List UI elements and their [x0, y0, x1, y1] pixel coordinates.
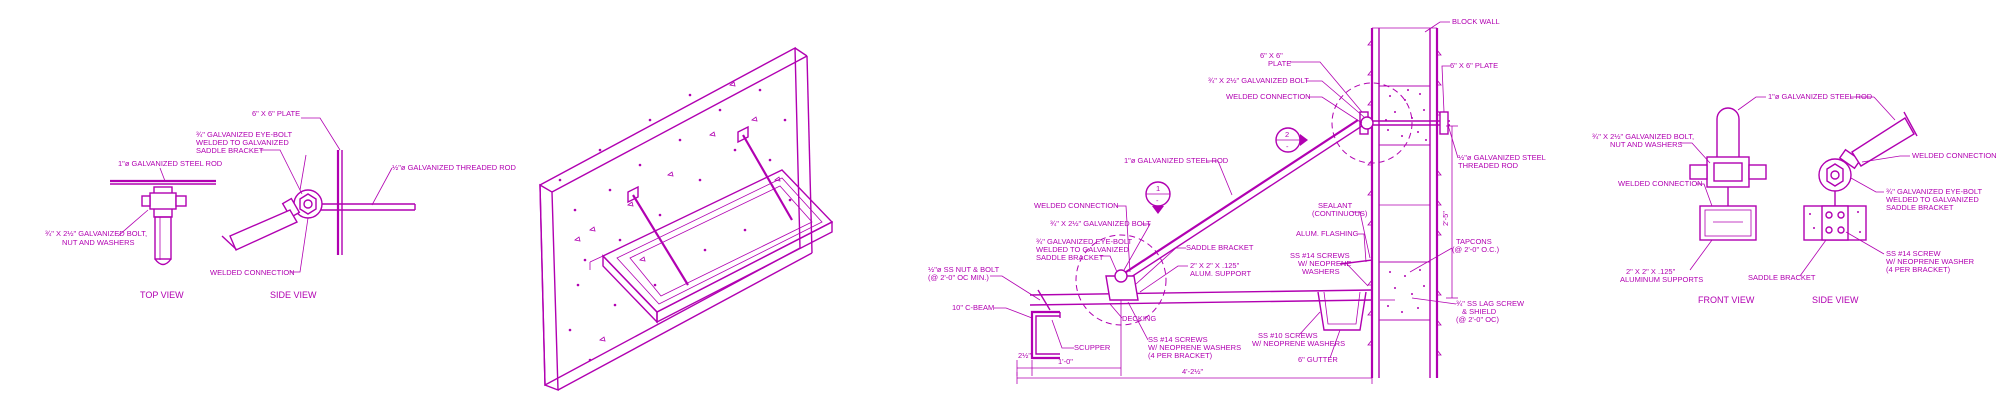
- d1-plate-label: 6" X 6" PLATE: [252, 109, 300, 118]
- d1-eyebolt-label-3: SADDLE BRACKET: [196, 146, 264, 155]
- cbeam-label: 10" C-BEAM: [952, 303, 994, 312]
- tapcons-label-2: (@ 2'-0" O.C.): [1452, 245, 1500, 254]
- scupper-label: SCUPPER: [1074, 343, 1111, 352]
- section-alum-label-2: ALUM. SUPPORT: [1190, 269, 1252, 278]
- nut-bolt-label-2: (@ 2'-0" OC MIN.): [928, 273, 989, 282]
- detail-top-side-view: 1"ø GALVANIZED STEEL ROD ¾" X 2½" GALVAN…: [45, 109, 517, 300]
- front-view-title: FRONT VIEW: [1698, 295, 1755, 305]
- ss10-label-2: W/ NEOPRENE WASHERS: [1252, 339, 1345, 348]
- dim-1: 1'-0": [1058, 357, 1073, 366]
- top-view-title: TOP VIEW: [140, 290, 184, 300]
- section-eyebolt-label-2: WELDED TO GALVANIZED: [1036, 245, 1129, 254]
- d4-eyebolt-label-2: WELDED TO GALVANIZED: [1886, 195, 1979, 204]
- callout-2-ref: -: [1286, 142, 1289, 151]
- section-dimensions: 2'-5" 2½" 1'-0" 4'-2½": [1016, 125, 1458, 384]
- side-view-right-title: SIDE VIEW: [1812, 295, 1859, 305]
- section-eyebolt-label: ¾" GALVANIZED EYE-BOLT: [1036, 237, 1132, 246]
- dim-height: 2'-5": [1441, 211, 1450, 226]
- top-view-drawing: [110, 179, 216, 266]
- d4-rod-label: 1"ø GALVANIZED STEEL ROD: [1768, 92, 1873, 101]
- d4-screw-label-3: (4 PER BRACKET): [1886, 265, 1951, 274]
- section-callout-1: 1 -: [1145, 181, 1171, 214]
- d4-welded-left: WELDED CONNECTION: [1618, 179, 1703, 188]
- d1-threaded-label: ½"ø GALVANIZED THREADED ROD: [392, 163, 517, 172]
- d4-saddle-label: SADDLE BRACKET: [1748, 273, 1816, 282]
- d4-welded-right: WELDED CONNECTION: [1912, 151, 1997, 160]
- block-wall-label: BLOCK WALL: [1452, 17, 1500, 26]
- section-eyebolt-label-3: SADDLE BRACKET: [1036, 253, 1104, 262]
- d4-bolt-label-2: NUT AND WASHERS: [1610, 140, 1683, 149]
- callout-2-number: 2: [1285, 130, 1289, 139]
- side-view-right-drawing: [1803, 111, 1918, 241]
- section-threaded-label: ½"ø GALVANIZED STEEL: [1458, 153, 1546, 162]
- d1-rod-label: 1"ø GALVANIZED STEEL ROD: [118, 159, 223, 168]
- ss14-top-label-3: WASHERS: [1302, 267, 1340, 276]
- d4-support-label: 2" X 2" X .125": [1626, 267, 1676, 276]
- d1-bolt-label: ¾" X 2½" GALVANIZED BOLT,: [45, 229, 147, 238]
- ss14-bottom-label-2: W/ NEOPRENE WASHERS: [1148, 343, 1241, 352]
- gutter-label: 6" GUTTER: [1298, 355, 1338, 364]
- section-saddle-label: SADDLE BRACKET: [1186, 243, 1254, 252]
- d1-welded-label: WELDED CONNECTION: [210, 268, 295, 277]
- section-welded-top: WELDED CONNECTION: [1226, 92, 1311, 101]
- d1-bolt-label-2: NUT AND WASHERS: [62, 238, 135, 247]
- front-view-drawing: [1689, 107, 1767, 241]
- dim-small: 2½": [1018, 351, 1031, 360]
- detail-front-side-view: ¾" X 2½" GALVANIZED BOLT, NUT AND WASHER…: [1592, 92, 1997, 305]
- section-callout-2: 2 -: [1275, 127, 1308, 153]
- d4-support-label-2: ALUMINUM SUPPORTS: [1620, 275, 1703, 284]
- canopy-frame: [589, 134, 834, 324]
- nut-bolt-label: ½"ø SS NUT & BOLT: [928, 265, 1000, 274]
- ss14-top-label-2: W/ NEOPRENE: [1298, 259, 1351, 268]
- d4-eyebolt-label-3: SADDLE BRACKET: [1886, 203, 1954, 212]
- callout-1-ref: -: [1156, 196, 1159, 205]
- d4-screw-label: SS #14 SCREW: [1886, 249, 1942, 258]
- d4-screw-label-2: W/ NEOPRENE WASHER: [1886, 257, 1975, 266]
- section-threaded-label-2: THREADED ROD: [1458, 161, 1519, 170]
- lag-screw-label-3: (@ 2'-0" OC): [1456, 315, 1499, 324]
- sealant-label-2: (CONTINUOUS): [1312, 209, 1368, 218]
- section-alum-label: 2" X 2" X .125": [1190, 261, 1240, 270]
- block-wall: [1367, 27, 1442, 378]
- section-detail: 2 - 1 - BLOCK WALL 6" X 6" PLATE 6" X 6"…: [928, 17, 1546, 384]
- side-view-title: SIDE VIEW: [270, 290, 317, 300]
- tapcons-label: TAPCONS: [1456, 237, 1492, 246]
- ss14-top-label: SS #14 SCREWS: [1290, 251, 1350, 260]
- section-bolt-low: ¾" X 2½" GALVANIZED BOLT: [1050, 219, 1151, 228]
- d4-eyebolt-label: ¾" GALVANIZED EYE-BOLT: [1886, 187, 1982, 196]
- dim-2: 4'-2½": [1182, 367, 1204, 376]
- concrete-speckle: [558, 81, 792, 362]
- plate-right-label: 6" X 6" PLATE: [1450, 61, 1498, 70]
- callout-1-number: 1: [1156, 184, 1160, 193]
- section-welded-low: WELDED CONNECTION: [1034, 201, 1119, 210]
- ss10-label: SS #10 SCREWS: [1258, 331, 1318, 340]
- grout-fill-top: [1378, 85, 1431, 146]
- lag-screw-label: ¾" SS LAG SCREW: [1456, 299, 1525, 308]
- ss14-bottom-label: SS #14 SCREWS: [1148, 335, 1208, 344]
- sealant-label: SEALANT: [1318, 201, 1353, 210]
- plate-left-label-2: PLATE: [1268, 59, 1291, 68]
- section-bolt-label: ¾" X 2½" GALVANIZED BOLT: [1208, 76, 1309, 85]
- section-rod-label: 1"ø GALVANIZED STEEL ROD: [1124, 156, 1229, 165]
- d4-bolt-label: ¾" X 2½" GALVANIZED BOLT,: [1592, 132, 1694, 141]
- plate-left-label: 6" X 6": [1260, 51, 1283, 60]
- d1-eyebolt-label-2: WELDED TO GALVANIZED: [196, 138, 289, 147]
- ss14-bottom-label-3: (4 PER BRACKET): [1148, 351, 1213, 360]
- concrete-wall: [539, 46, 813, 392]
- flashing-label: ALUM. FLASHING: [1296, 229, 1359, 238]
- decking-label: DECKING: [1122, 314, 1156, 323]
- wall-plates: [627, 125, 749, 204]
- lag-screw-label-2: & SHIELD: [1462, 307, 1497, 316]
- grout-fill-bottom: [1378, 261, 1431, 321]
- isometric-canopy-view: [539, 46, 834, 392]
- d1-eyebolt-label: ¾" GALVANIZED EYE-BOLT: [196, 130, 292, 139]
- side-view-drawing: [221, 150, 416, 255]
